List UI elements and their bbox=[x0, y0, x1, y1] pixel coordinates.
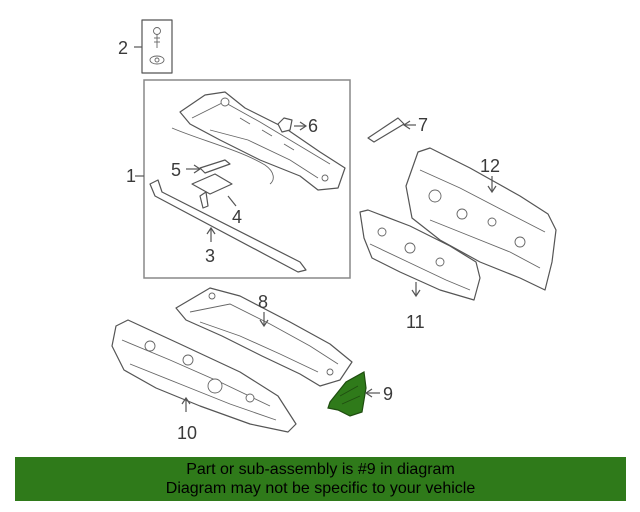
callout-1: 1 bbox=[126, 166, 136, 186]
callout-5: 5 bbox=[171, 160, 181, 180]
part-12-dash-panel bbox=[405, 147, 557, 291]
info-banner: Part or sub-assembly is #9 in diagram Di… bbox=[15, 457, 626, 501]
banner-line-1: Part or sub-assembly is #9 in diagram bbox=[186, 461, 455, 478]
part-4-bracket bbox=[191, 173, 237, 209]
callout-11: 11 bbox=[406, 312, 425, 332]
part-2-fastener-box bbox=[134, 19, 173, 74]
callout-3: 3 bbox=[205, 246, 215, 266]
callout-6: 6 bbox=[308, 116, 318, 136]
callout-8: 8 bbox=[258, 292, 268, 312]
part-1-cowl-panel bbox=[179, 91, 346, 191]
part-3-seal-strip bbox=[149, 179, 307, 273]
callout-4: 4 bbox=[232, 207, 242, 227]
callout-2: 2 bbox=[118, 38, 128, 58]
part-11-insulator bbox=[359, 209, 481, 301]
banner-line-2: Diagram may not be specific to your vehi… bbox=[165, 480, 476, 497]
part-1-assembly-frame bbox=[135, 79, 351, 279]
callout-10: 10 bbox=[177, 423, 197, 443]
part-8-cowl-panel bbox=[175, 287, 353, 387]
parts-diagram: 2 1 6 5 4 3 bbox=[111, 19, 557, 443]
part-5-bracket bbox=[186, 159, 231, 174]
part-7-bracket bbox=[367, 117, 416, 143]
callout-7: 7 bbox=[418, 115, 428, 135]
part-6-clip bbox=[277, 117, 308, 133]
part-9-highlighted[interactable] bbox=[327, 371, 380, 417]
part-10-dash-panel bbox=[111, 319, 297, 433]
callout-9: 9 bbox=[383, 384, 393, 404]
callout-12: 12 bbox=[480, 156, 500, 176]
